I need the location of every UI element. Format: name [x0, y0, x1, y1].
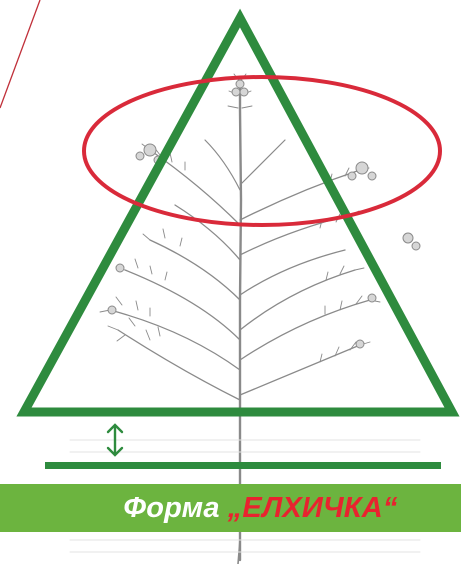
caption-prefix: Форма	[123, 492, 219, 525]
shape-caption-banner: Форма „ЕЛХИЧКА“	[0, 484, 461, 532]
flowering-zone-ellipse	[84, 77, 440, 225]
caption-highlight: „ЕЛХИЧКА“	[228, 492, 398, 525]
ground-level-bar	[45, 462, 441, 469]
decorative-red-line	[0, 0, 40, 108]
